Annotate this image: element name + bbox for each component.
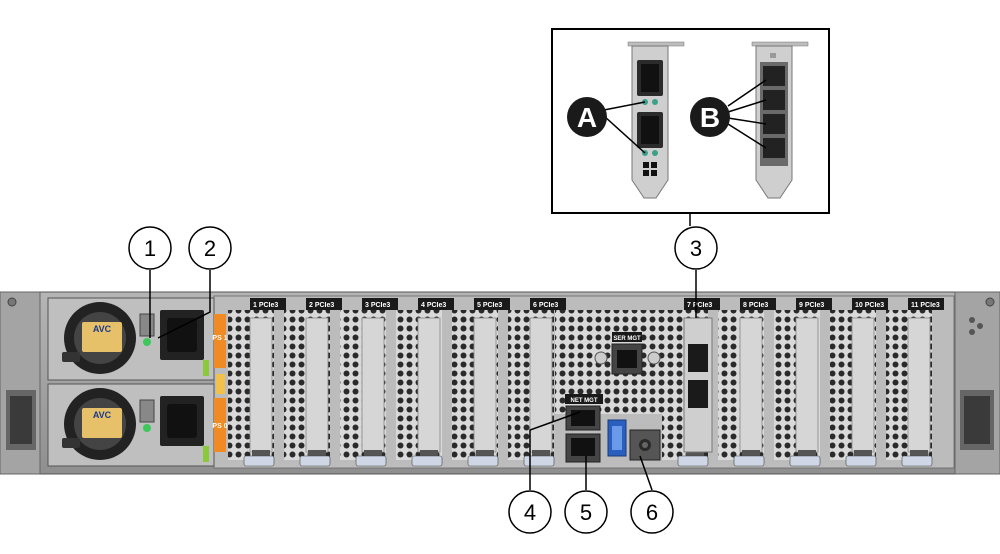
card-a-leaders <box>603 101 646 154</box>
pcie-slot-3: 3 PCIe3 <box>340 298 398 467</box>
callout-3: 3 <box>674 226 718 270</box>
card-a-badge: A <box>567 97 607 137</box>
card-b-letter: B <box>700 102 720 133</box>
card-b-badge: B <box>690 97 730 137</box>
pcie-slot-label: 7 PCIe3 <box>687 302 712 309</box>
pcie-slot-label: 6 PCIe3 <box>533 302 558 309</box>
pcie-slot-label: 11 PCIe3 <box>911 302 940 309</box>
callout-2: 2 <box>188 226 232 270</box>
callout-5: 5 <box>564 490 608 534</box>
power-supply-1: AVC <box>47 297 215 381</box>
callout-number: 2 <box>204 236 216 261</box>
management-area: SER MGT NET MGT <box>555 310 670 463</box>
pcie-slot-11: 11 PCIe3 <box>886 298 944 467</box>
pcie-slot-10: 10 PCIe3 <box>830 298 888 467</box>
pcie-slot-label: 2 PCIe3 <box>309 302 334 309</box>
card-b-bracket <box>751 41 809 199</box>
ps1-label: PS 1 <box>212 335 227 342</box>
pcie-slot-label: 5 PCIe3 <box>477 302 502 309</box>
callout-number: 1 <box>144 236 156 261</box>
pcie-slot-label: 4 PCIe3 <box>421 302 446 309</box>
pcie-slot-label: 1 PCIe3 <box>253 302 278 309</box>
pcie-slot-8: 8 PCIe3 <box>718 298 776 467</box>
ps0-label: PS 0 <box>212 423 227 430</box>
power-supply-0: AVC <box>47 383 215 467</box>
pcie-slot-6: 6 PCIe3 <box>508 298 566 467</box>
pcie-slot-label: 10 PCIe3 <box>855 302 884 309</box>
callout-1: 1 <box>128 226 172 270</box>
psu0-brand-label: AVC <box>93 410 112 420</box>
callout-number: 3 <box>690 236 702 261</box>
callout-4: 4 <box>508 490 552 534</box>
ps-label-strip: PS 1 PS 0 <box>203 314 228 462</box>
callout-number: 5 <box>580 500 592 525</box>
slot-7-card <box>683 317 713 453</box>
pcie-slot-9: 9 PCIe3 <box>774 298 832 467</box>
psu1-brand-label: AVC <box>93 324 112 334</box>
pcie-slot-4: 4 PCIe3 <box>396 298 454 467</box>
card-b-leaders <box>727 79 767 149</box>
ser-mgt-label: SER MGT <box>613 336 641 342</box>
pcie-slot-5: 5 PCIe3 <box>452 298 510 467</box>
card-a-bracket <box>627 41 685 199</box>
callout-number: 4 <box>524 500 536 525</box>
pcie-slots: 1 PCIe3 2 PCIe3 3 PCIe3 4 PCIe3 5 PCIe3 6 PCI… <box>228 298 944 467</box>
callout-markers: 1 2 3 4 5 6 <box>128 226 718 534</box>
callout-number: 6 <box>646 500 658 525</box>
callout-leaders <box>149 270 697 491</box>
net-mgt-label: NET MGT <box>571 398 598 404</box>
callout-6: 6 <box>630 490 674 534</box>
pcie-slot-label: 8 PCIe3 <box>743 302 768 309</box>
pcie-slot-label: 9 PCIe3 <box>799 302 824 309</box>
pcie-slot-1: 1 PCIe3 <box>228 298 286 467</box>
pcie-slot-label: 3 PCIe3 <box>365 302 390 309</box>
card-a-letter: A <box>577 102 597 133</box>
inset-card-box: A B <box>551 28 830 226</box>
pcie-slot-2: 2 PCIe3 <box>284 298 342 467</box>
